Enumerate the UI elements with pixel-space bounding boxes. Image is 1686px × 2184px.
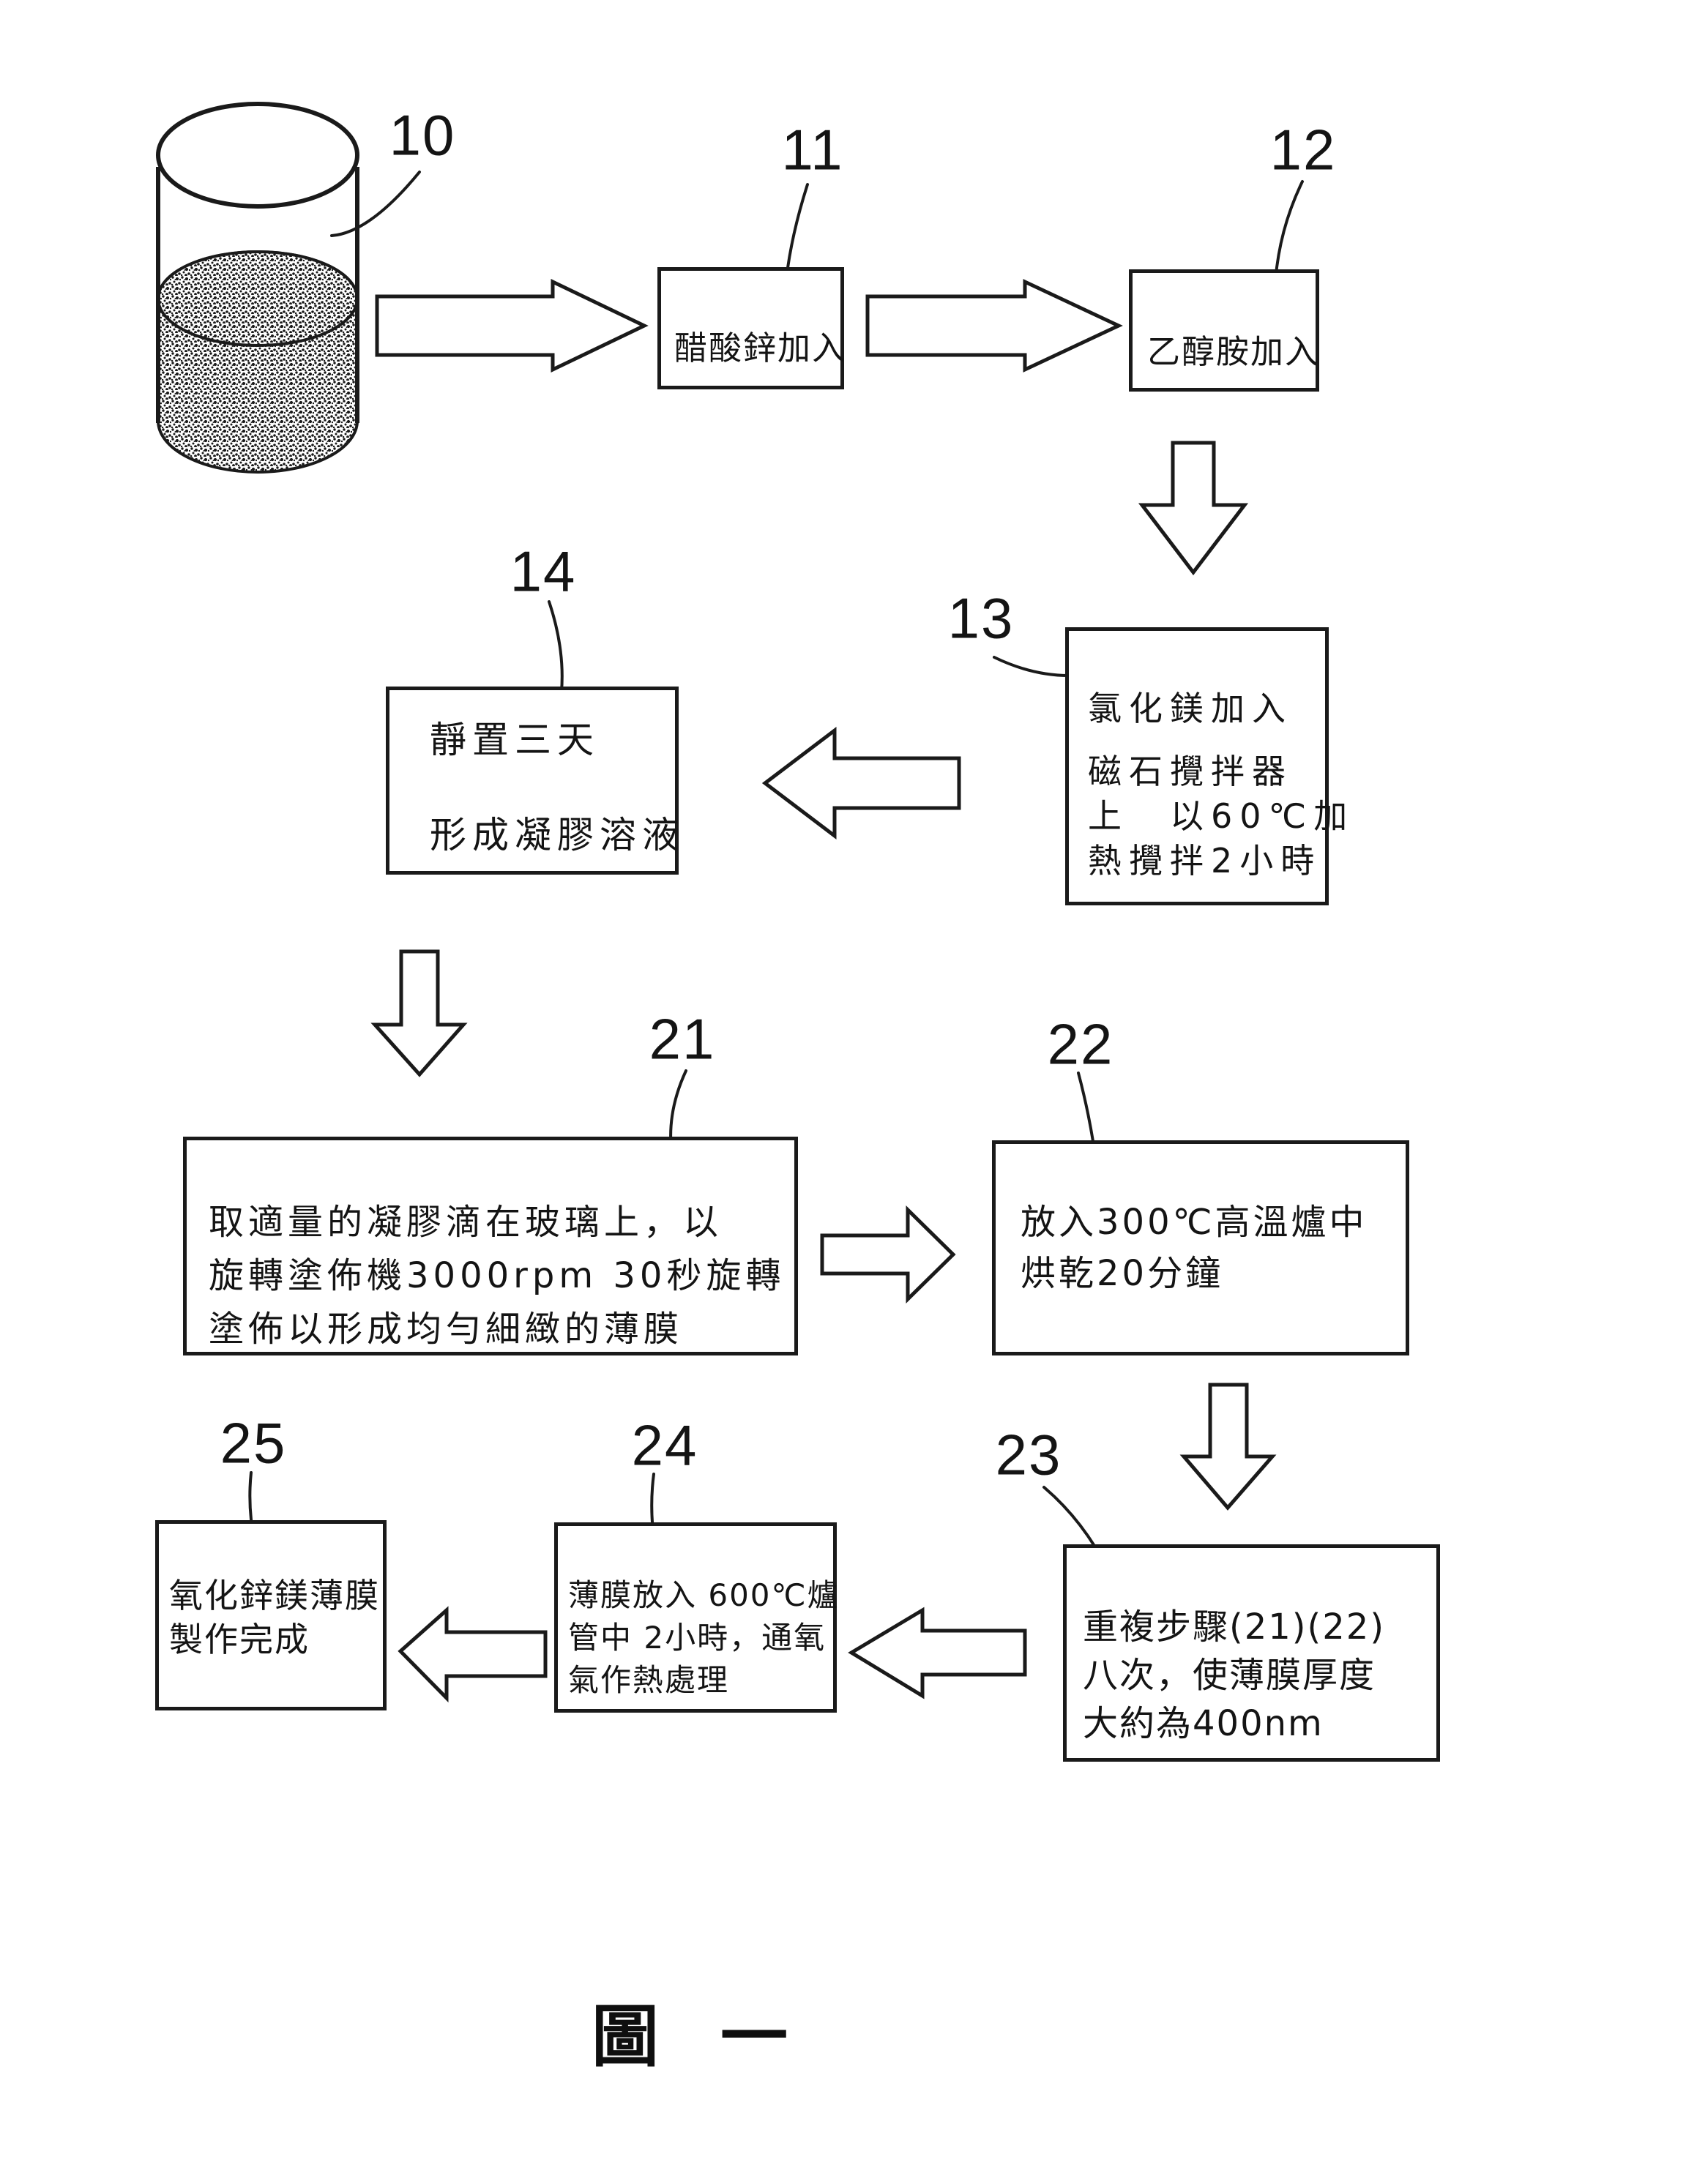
step-box-22-furnace-dry: 放入300℃高溫爐中 烘乾20分鐘 xyxy=(992,1140,1409,1355)
step-text: 形成凝膠溶液 xyxy=(430,814,685,856)
step-box-11-zinc-acetate: 醋酸鋅加入 xyxy=(657,267,847,389)
step-box-14-rest-three-days: 靜置三天 形成凝膠溶液 xyxy=(386,687,679,875)
step-text: 大約為400nm xyxy=(1083,1703,1324,1744)
step-text: 乙醇胺加入 xyxy=(1147,332,1320,371)
step-box-13-magnesium-chloride-stir: 氯化鎂加入 磁石攪拌器 上 以60℃加 熱攪拌2小時 xyxy=(1065,627,1347,905)
step-text: 氧化鋅鎂薄膜 xyxy=(169,1576,380,1615)
step-text: 取適量的凝膠滴在玻璃上，以 xyxy=(209,1202,723,1243)
step-text: 靜置三天 xyxy=(430,719,600,761)
leader-10 xyxy=(330,171,421,237)
step-text: 薄膜放入 600℃爐 xyxy=(568,1577,840,1613)
step-box-25-film-complete: 氧化鋅鎂薄膜 製作完成 xyxy=(155,1520,387,1710)
step-text: 氣作熱處理 xyxy=(568,1662,730,1698)
ref-label-10: 10 xyxy=(389,102,456,168)
step-text: 烘乾20分鐘 xyxy=(1021,1253,1224,1294)
step-text: 重複步驟(21)(22) xyxy=(1083,1607,1386,1648)
arrow-right-21-to-22-icon xyxy=(820,1205,956,1304)
step-text: 旋轉塗佈機3000rpm 30秒旋轉 xyxy=(209,1255,786,1296)
step-text: 上 以60℃加 xyxy=(1088,796,1355,836)
ref-label-12: 12 xyxy=(1269,117,1337,182)
arrow-left-23-to-24-icon xyxy=(848,1607,1027,1699)
ref-label-25: 25 xyxy=(220,1410,287,1476)
step-text: 醋酸鋅加入 xyxy=(674,329,847,367)
step-text: 管中 2小時，通氧 xyxy=(568,1620,827,1656)
arrow-right-11-to-12-icon xyxy=(865,279,1123,373)
step-box-24-anneal-oxygen: 薄膜放入 600℃爐 管中 2小時，通氧 氣作熱處理 xyxy=(554,1522,840,1713)
arrow-down-12-to-13-icon xyxy=(1138,441,1249,576)
step-text: 磁石攪拌器 xyxy=(1088,752,1293,791)
arrow-down-14-to-21-icon xyxy=(370,949,468,1077)
beaker-icon xyxy=(156,102,359,474)
step-text: 八次，使薄膜厚度 xyxy=(1083,1655,1376,1696)
ref-label-21: 21 xyxy=(649,1006,716,1072)
step-box-12-ethanolamine: 乙醇胺加入 xyxy=(1129,269,1319,392)
ref-label-23: 23 xyxy=(995,1422,1062,1487)
step-text: 氯化鎂加入 xyxy=(1088,689,1293,728)
step-box-23-repeat-steps: 重複步驟(21)(22) 八次，使薄膜厚度 大約為400nm xyxy=(1063,1544,1440,1762)
step-text: 塗佈以形成均勻細緻的薄膜 xyxy=(209,1309,684,1350)
arrow-down-22-to-23-icon xyxy=(1179,1383,1277,1511)
ref-label-13: 13 xyxy=(947,586,1015,651)
step-text: 放入300℃高溫爐中 xyxy=(1021,1202,1368,1243)
step-text: 製作完成 xyxy=(169,1620,310,1659)
ref-label-14: 14 xyxy=(510,539,577,604)
ref-label-11: 11 xyxy=(781,117,844,182)
ref-label-22: 22 xyxy=(1047,1011,1114,1077)
arrow-left-24-to-25-icon xyxy=(398,1606,548,1703)
arrow-right-beaker-to-11-icon xyxy=(375,279,649,373)
figure-caption: 圖 一 xyxy=(591,1997,807,2076)
step-text: 熱攪拌2小時 xyxy=(1088,841,1322,880)
step-box-21-spin-coating: 取適量的凝膠滴在玻璃上，以 旋轉塗佈機3000rpm 30秒旋轉 塗佈以形成均勻… xyxy=(183,1137,798,1355)
ref-label-24: 24 xyxy=(631,1413,698,1478)
arrow-left-13-to-14-icon xyxy=(761,726,961,840)
